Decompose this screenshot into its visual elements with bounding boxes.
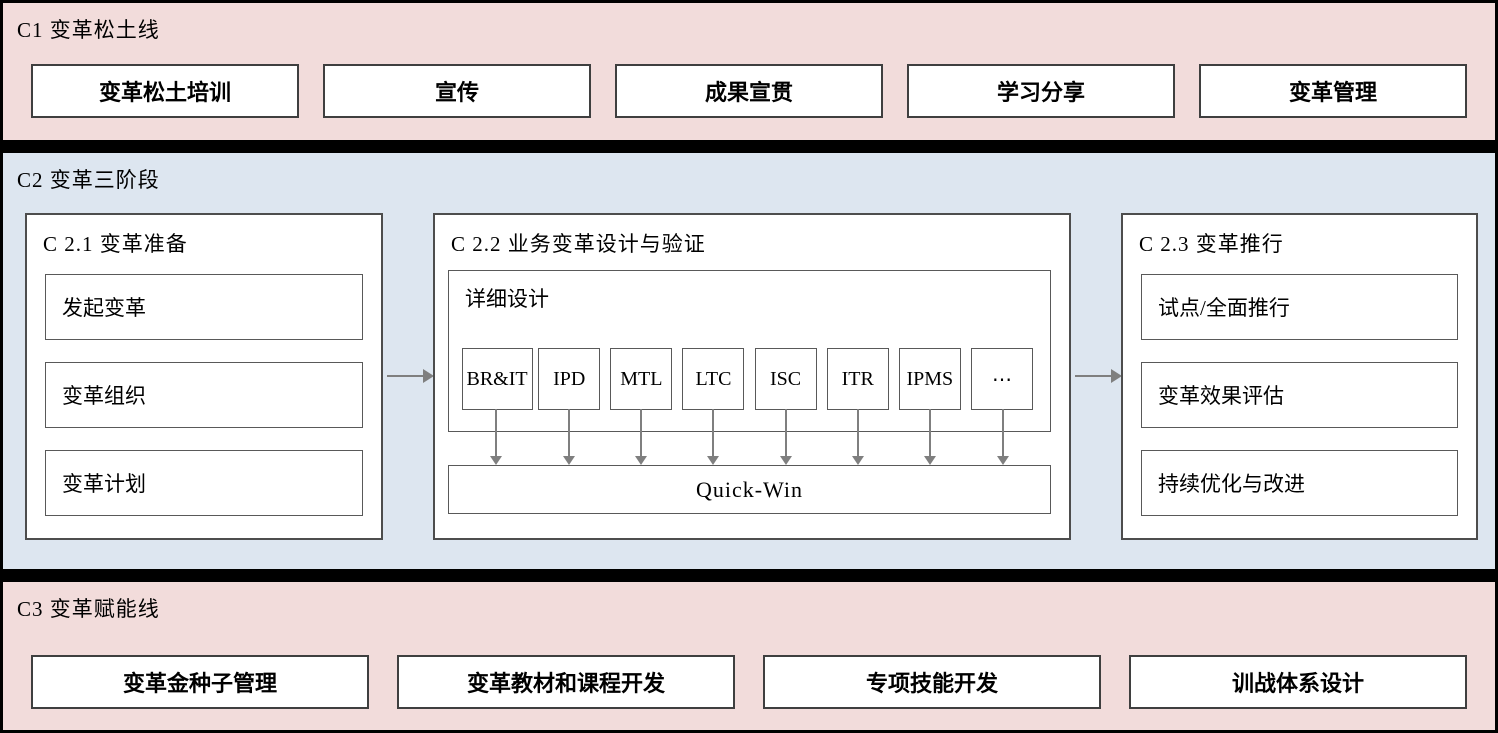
prepare-item-list: 发起变革 变革组织 变革计划 — [45, 274, 363, 516]
c1-item: 成果宣贯 — [615, 64, 883, 118]
module-box: LTC — [682, 348, 745, 410]
divider — [3, 140, 1495, 153]
module-row: BR&IT IPD MTL LTC ISC ITR IPMS ⋯ — [461, 348, 1038, 410]
module-box: BR&IT — [461, 348, 533, 410]
band-c2: C2 变革三阶段 C 2.1 变革准备 发起变革 变革组织 变革计划 C 2.2… — [3, 153, 1495, 569]
c3-title: C3 变革赋能线 — [17, 597, 160, 621]
module-box: IPD — [538, 348, 601, 410]
quick-win-box: Quick-Win — [448, 465, 1051, 514]
list-item: 试点/全面推行 — [1141, 274, 1458, 340]
c3-item: 变革教材和课程开发 — [397, 655, 735, 709]
module-cell: IPMS — [894, 348, 966, 410]
module-cell: ISC — [750, 348, 822, 410]
module-box: IPMS — [898, 348, 961, 410]
c2-title: C2 变革三阶段 — [17, 168, 160, 192]
list-item: 变革计划 — [45, 450, 363, 516]
detail-design-title: 详细设计 — [465, 287, 549, 311]
module-cell: BR&IT — [461, 348, 533, 410]
c1-item: 学习分享 — [907, 64, 1175, 118]
section-title: C 2.2 业务变革设计与验证 — [451, 232, 706, 256]
c3-item: 变革金种子管理 — [31, 655, 369, 709]
arrow-right-icon — [387, 375, 423, 377]
module-box: ⋯ — [970, 348, 1033, 410]
arrow-right-icon — [1075, 375, 1111, 377]
divider — [3, 569, 1495, 582]
c1-item: 宣传 — [323, 64, 591, 118]
module-cell: IPD — [533, 348, 605, 410]
section-title: C 2.1 变革准备 — [43, 232, 188, 256]
band-c1: C1 变革松土线 变革松土培训 宣传 成果宣贯 学习分享 变革管理 — [3, 3, 1495, 140]
list-item: 发起变革 — [45, 274, 363, 340]
c1-title: C1 变革松土线 — [17, 18, 160, 42]
module-cell: ITR — [822, 348, 894, 410]
module-cell: ⋯ — [966, 348, 1038, 410]
module-cell: LTC — [677, 348, 749, 410]
c1-box-row: 变革松土培训 宣传 成果宣贯 学习分享 变革管理 — [31, 64, 1467, 118]
module-box: ISC — [754, 348, 817, 410]
list-item: 变革效果评估 — [1141, 362, 1458, 428]
section-rollout: C 2.3 变革推行 试点/全面推行 变革效果评估 持续优化与改进 — [1121, 213, 1478, 540]
rollout-item-list: 试点/全面推行 变革效果评估 持续优化与改进 — [1141, 274, 1458, 516]
c3-box-row: 变革金种子管理 变革教材和课程开发 专项技能开发 训战体系设计 — [31, 655, 1467, 709]
c1-item: 变革管理 — [1199, 64, 1467, 118]
c3-item: 专项技能开发 — [763, 655, 1101, 709]
band-c3: C3 变革赋能线 变革金种子管理 变革教材和课程开发 专项技能开发 训战体系设计 — [3, 582, 1495, 730]
c3-item: 训战体系设计 — [1129, 655, 1467, 709]
list-item: 变革组织 — [45, 362, 363, 428]
c1-item: 变革松土培训 — [31, 64, 299, 118]
module-box: ITR — [826, 348, 889, 410]
module-cell: MTL — [605, 348, 677, 410]
section-change-preparation: C 2.1 变革准备 发起变革 变革组织 变革计划 — [25, 213, 383, 540]
section-design-validation: C 2.2 业务变革设计与验证 详细设计 BR&IT IPD MTL LTC I… — [433, 213, 1071, 540]
list-item: 持续优化与改进 — [1141, 450, 1458, 516]
module-box: MTL — [610, 348, 673, 410]
section-title: C 2.3 变革推行 — [1139, 232, 1284, 256]
detail-design-box: 详细设计 BR&IT IPD MTL LTC ISC ITR IPMS ⋯ — [448, 270, 1051, 432]
